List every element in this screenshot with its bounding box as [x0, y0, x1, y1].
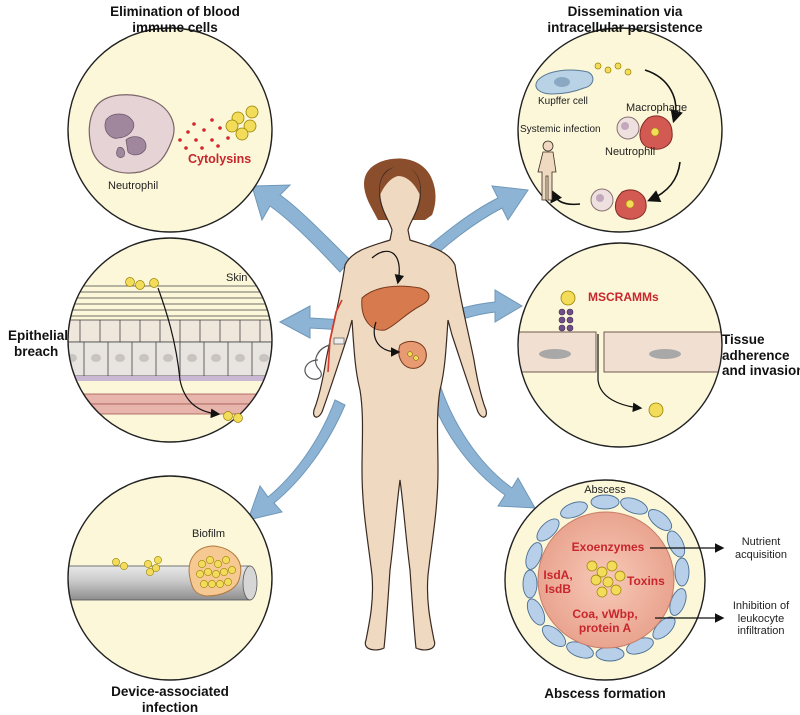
panel-epithelial [67, 237, 273, 443]
epithelial-title: Epithelial breach [8, 328, 69, 359]
tissue-title: Tissue adherence and invasion [722, 332, 800, 379]
panel-tissue [517, 242, 723, 448]
abscess-title: Abscess formation [544, 686, 666, 701]
catheter-icon [327, 299, 343, 373]
neutrophil-label-2: Neutrophil [605, 146, 656, 158]
panel-elimination [67, 27, 273, 233]
cytolysins-label: Cytolysins [188, 152, 252, 166]
mscramms-label: MSCRAMMs [588, 290, 659, 304]
arrow-to-device [247, 399, 346, 521]
inhibition-label: Inhibition of leukocyte infiltration [732, 600, 790, 638]
skin-label: Skin [226, 272, 248, 284]
panel-abscess [504, 479, 725, 681]
arrow-to-dissemination [409, 185, 529, 271]
human-figure [304, 158, 487, 651]
elimination-title: Elimination of blood immune cells [110, 4, 240, 35]
neutrophil-cell-icon [88, 94, 175, 174]
macrophage-label: Macrophage [626, 102, 688, 114]
coa-label: Coa, vWbp, protein A [572, 607, 638, 635]
biofilm-label: Biofilm [192, 528, 226, 540]
device-title: Device-associated infection [111, 684, 229, 715]
systemic-infection-label: Systemic infection [520, 124, 601, 135]
panel-device [67, 475, 273, 681]
kupffer-cell-label: Kupffer cell [538, 96, 588, 107]
abscess-label: Abscess [584, 484, 626, 496]
exoenzymes-label: Exoenzymes [571, 540, 645, 554]
dissemination-title: Dissemination via intracellular persiste… [547, 4, 703, 35]
bacterium-icon [560, 290, 576, 306]
neutrophil-label: Neutrophil [108, 180, 159, 192]
isd-label: IsdA, IsdB [543, 568, 573, 596]
nutrient-acquisition-label: Nutrient acquisition [735, 536, 787, 561]
toxins-label: Toxins [627, 574, 665, 588]
panel-dissemination [517, 27, 723, 233]
mini-human-icon [537, 140, 557, 201]
arrow-to-elimination [251, 184, 351, 273]
